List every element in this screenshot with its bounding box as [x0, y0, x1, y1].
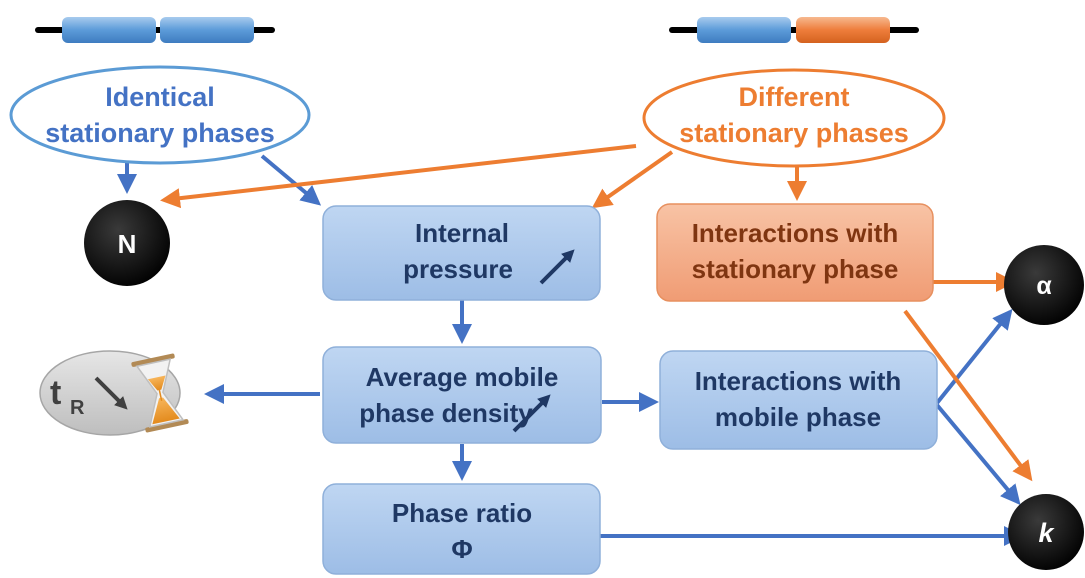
average-density-line2: phase density — [359, 398, 533, 428]
node-k-label: k — [1038, 518, 1055, 548]
hourglass-icon — [131, 353, 189, 433]
arrow-up-right-icon — [539, 249, 575, 285]
average-density-box: Average mobile phase density — [322, 346, 602, 444]
interactions-stationary-line1: Interactions with — [692, 218, 899, 248]
different-line1: Different — [738, 82, 849, 112]
arrow-mobile-to-alpha — [935, 308, 1013, 405]
arrow-up-right-icon — [512, 394, 551, 433]
arrow-different-to-n — [160, 144, 637, 209]
arrows — [117, 144, 1033, 546]
column-pair-blue-orange-icon — [669, 17, 919, 43]
column-pair-blue-blue-icon — [35, 17, 275, 43]
phase-ratio-symbol: Φ — [451, 534, 472, 564]
phase-ratio-line1: Phase ratio — [392, 498, 532, 528]
interactions-stationary-box: Interactions with stationary phase — [656, 203, 934, 302]
interactions-mobile-line2: mobile phase — [715, 402, 881, 432]
different-phases-ellipse: Different stationary phases — [642, 68, 946, 168]
internal-pressure-line2: pressure — [403, 254, 513, 284]
interactions-stationary-line2: stationary phase — [692, 254, 899, 284]
arrow-mobile-to-k — [935, 403, 1021, 506]
retention-time-symbol: t — [50, 374, 61, 412]
identical-phases-ellipse: Identical stationary phases — [9, 65, 311, 165]
arrow-identical-to-pressure — [260, 154, 322, 206]
retention-time-group: t R — [39, 350, 189, 436]
node-n-label: N — [118, 229, 137, 259]
interactions-mobile-box: Interactions with mobile phase — [659, 350, 938, 450]
different-line2: stationary phases — [679, 118, 909, 148]
arrow-stationary-to-k — [903, 309, 1033, 482]
retention-time-subscript: R — [70, 397, 85, 419]
node-n: N — [84, 200, 170, 286]
internal-pressure-box: Internal pressure — [322, 205, 601, 301]
average-density-line1: Average mobile — [366, 362, 559, 392]
node-alpha: α — [1004, 245, 1084, 325]
node-alpha-label: α — [1036, 272, 1052, 300]
identical-line1: Identical — [105, 82, 215, 112]
internal-pressure-line1: Internal — [415, 218, 509, 248]
arrow-down-right-icon — [94, 376, 128, 410]
interactions-mobile-line1: Interactions with — [695, 366, 902, 396]
arrow-different-to-pressure — [591, 150, 674, 209]
phase-ratio-box: Phase ratio Φ — [322, 483, 601, 575]
identical-line2: stationary phases — [45, 118, 275, 148]
node-k: k — [1008, 494, 1084, 570]
